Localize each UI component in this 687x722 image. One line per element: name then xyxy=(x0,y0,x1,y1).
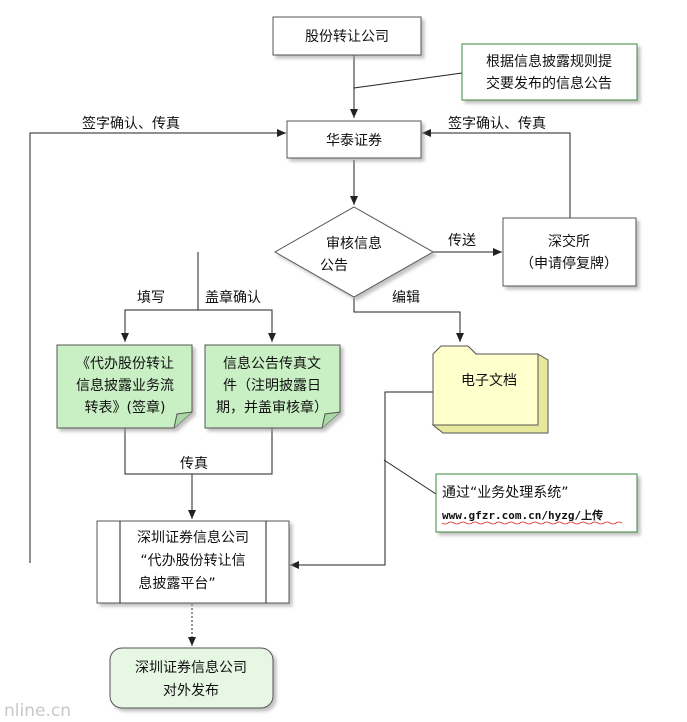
note-upload-line-2: www.gfzr.com.cn/hyzg/上传 xyxy=(442,508,603,522)
edge-label-sign-fax-left: 签字确认、传真 xyxy=(82,115,180,132)
platform-line-2: “代办股份转让信 xyxy=(140,553,245,569)
szse-line-1: 深交所 xyxy=(548,233,590,250)
edge-label-send: 传送 xyxy=(448,233,476,249)
node-company: 股份转让公司 xyxy=(272,16,422,56)
connectors xyxy=(29,55,571,646)
edge-szse-huatai xyxy=(422,129,571,218)
publish-line-2: 对外发布 xyxy=(163,683,219,699)
publish-line-1: 深圳证券信息公司 xyxy=(135,659,247,676)
node-sz-publish: 深圳证券信息公司 对外发布 xyxy=(109,647,274,709)
node-form-document: 《代办股份转让 信息披露业务流 转表》(签章) xyxy=(56,344,193,429)
szse-line-2: （申请停复牌） xyxy=(520,255,618,272)
note-upload-line-1: 通过“业务处理系统” xyxy=(442,485,569,501)
node-review-decision: 审核信息 公告 xyxy=(273,206,435,298)
node-electronic-document: 电子文档 xyxy=(431,345,549,434)
node-fax-document: 信息公告传真文 件（注明披露日 期，并盖审核章） xyxy=(204,344,341,429)
edge-docs-merge xyxy=(124,428,273,475)
edge-review-edoc xyxy=(353,298,464,342)
watermark: nline.cn xyxy=(4,701,71,721)
review-line-2: 公告 xyxy=(320,258,348,274)
form-doc-line-2: 信息披露业务流 xyxy=(76,377,174,394)
note-upload-callout xyxy=(383,459,437,495)
note-top-callout xyxy=(353,72,463,89)
note-top-line-1: 根据信息披露规则提 xyxy=(486,53,612,70)
note-upload: 通过“业务处理系统” www.gfzr.com.cn/hyzg/上传 xyxy=(435,473,638,533)
edge-split-bar xyxy=(124,309,273,337)
fax-doc-line-3: 期，并盖审核章） xyxy=(216,399,328,416)
platform-line-1: 深圳证券信息公司 xyxy=(137,529,249,546)
fax-doc-line-2: 件（注明披露日 xyxy=(223,378,321,394)
node-szse: 深交所 （申请停复牌） xyxy=(502,217,637,287)
note-disclosure-rules: 根据信息披露规则提 交要发布的信息公告 xyxy=(461,43,638,101)
edge-label-stamp: 盖章确认 xyxy=(205,289,261,306)
review-line-1: 审核信息 xyxy=(326,235,382,252)
edge-label-fill: 填写 xyxy=(137,290,165,306)
form-doc-line-1: 《代办股份转让 xyxy=(76,356,174,372)
fax-doc-line-1: 信息公告传真文 xyxy=(223,355,321,372)
edge-label-edit: 编辑 xyxy=(392,290,420,306)
node-huatai: 华泰证券 xyxy=(286,120,422,159)
edge-label-sign-fax-right: 签字确认、传真 xyxy=(448,115,546,132)
edoc-label: 电子文档 xyxy=(461,373,517,389)
company-label: 股份转让公司 xyxy=(305,29,389,45)
node-sz-platform: 深圳证券信息公司 “代办股份转让信 息披露平台” xyxy=(96,520,290,604)
note-top-line-2: 交要发布的信息公告 xyxy=(486,75,612,92)
edge-label-fax: 传真 xyxy=(180,456,208,472)
spellcheck-underline xyxy=(441,521,623,525)
edge-platform-huatai xyxy=(29,129,286,563)
platform-line-3: 息披露平台” xyxy=(138,575,215,592)
huatai-label: 华泰证券 xyxy=(326,133,382,149)
edge-edoc-platform xyxy=(290,391,433,569)
form-doc-line-3: 转表》(签章) xyxy=(85,399,166,416)
